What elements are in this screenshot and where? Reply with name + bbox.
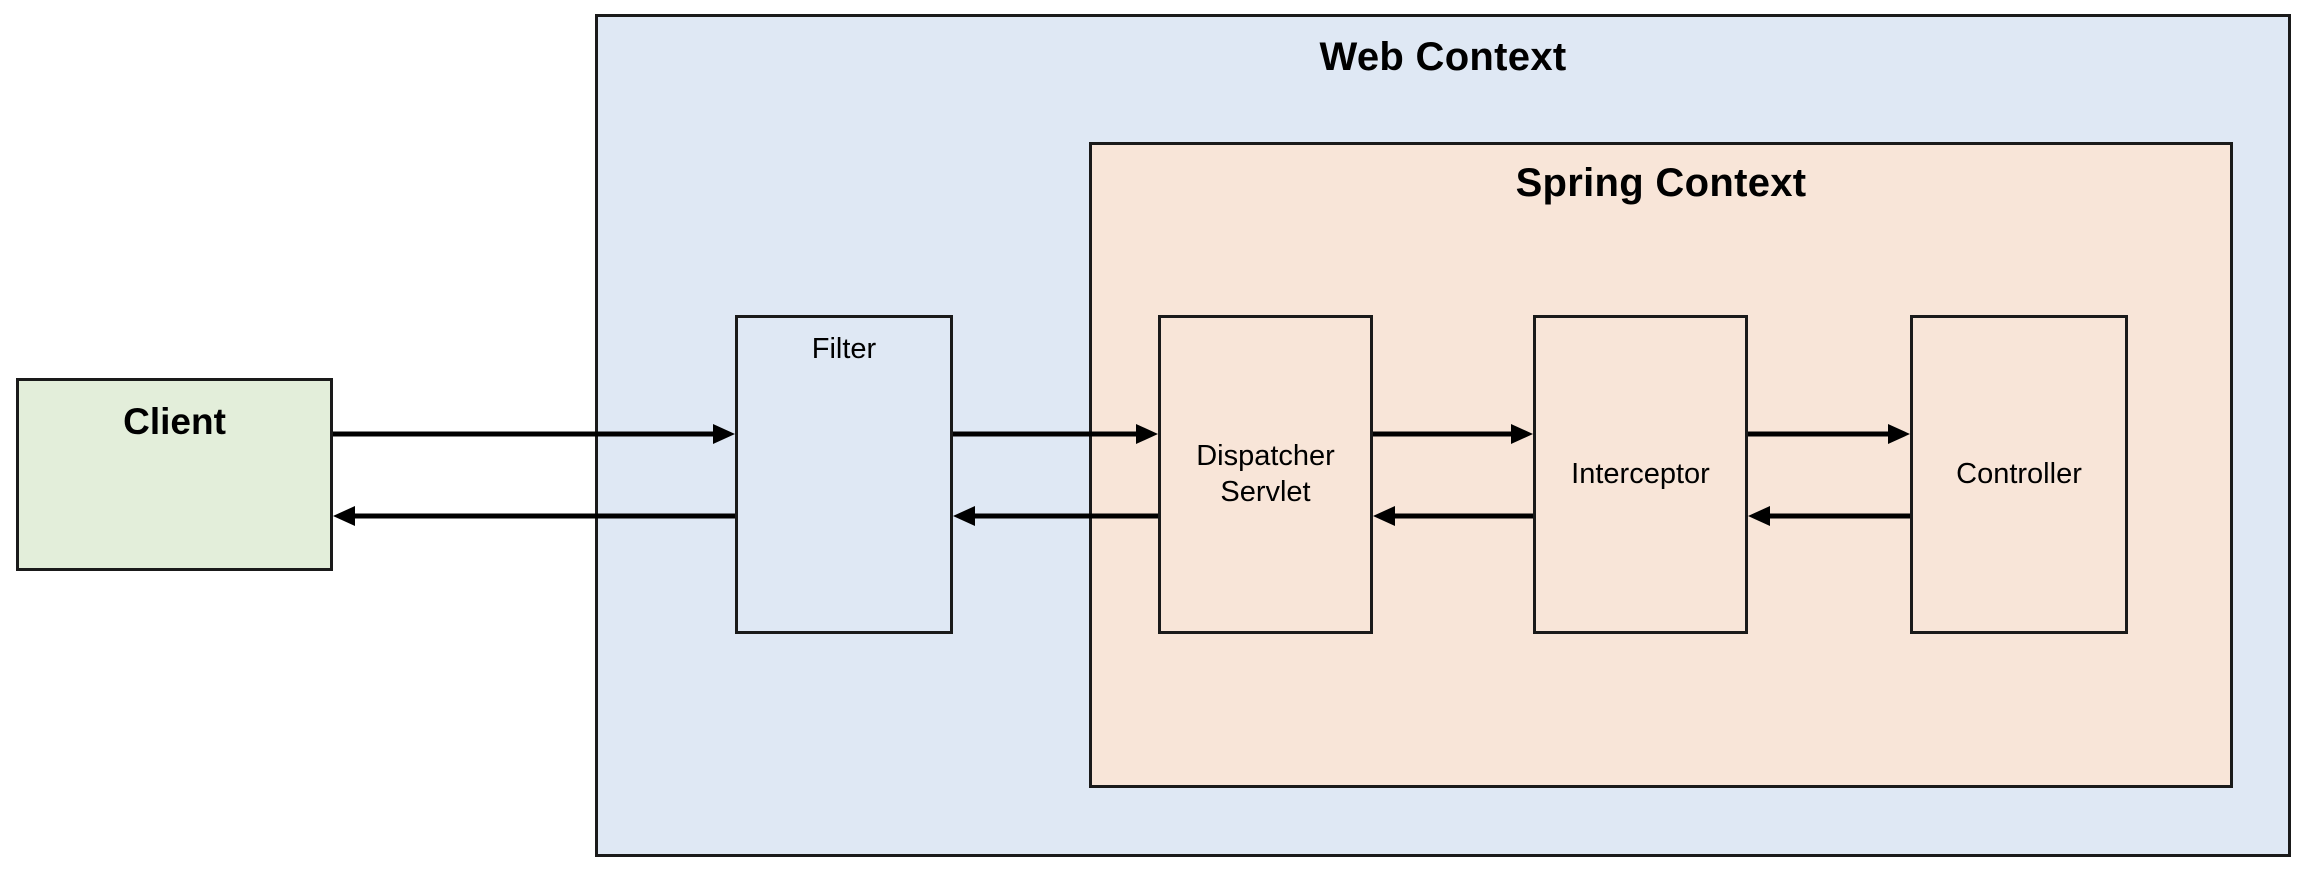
node-controller-label: Controller (1956, 457, 2082, 490)
node-dispatcher-servlet-label: Dispatcher Servlet (1196, 440, 1335, 508)
web-context-title: Web Context (1319, 35, 1567, 79)
node-controller[interactable]: Controller (1910, 315, 2128, 634)
node-client-label: Client (123, 401, 226, 442)
node-interceptor[interactable]: Interceptor (1533, 315, 1748, 634)
node-client[interactable]: Client (16, 378, 333, 571)
node-interceptor-label: Interceptor (1571, 457, 1710, 490)
node-filter-label: Filter (811, 333, 877, 365)
spring-context-title: Spring Context (1515, 161, 1807, 205)
node-dispatcher-servlet[interactable]: Dispatcher Servlet (1158, 315, 1373, 634)
node-filter[interactable]: Filter (735, 315, 953, 634)
